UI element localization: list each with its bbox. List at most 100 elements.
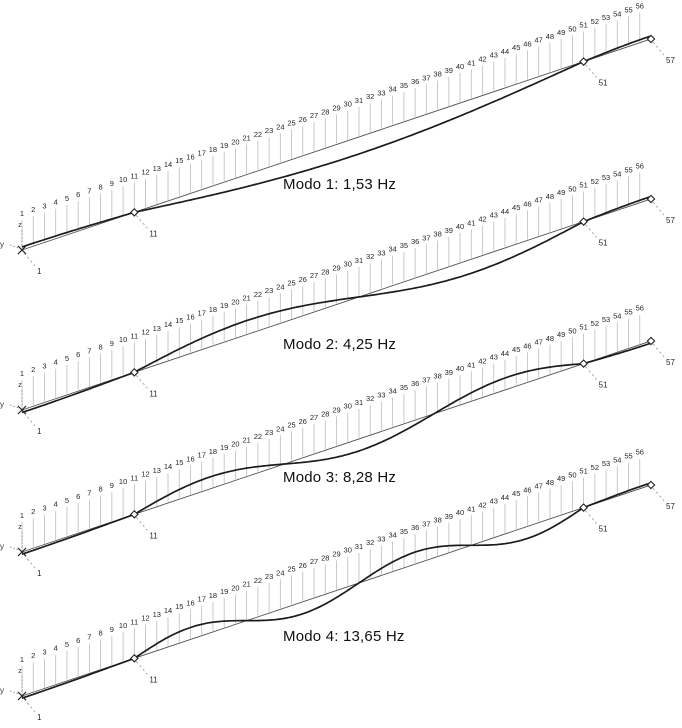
node-callout-label: 57 [666, 358, 675, 367]
node-number-label: 21 [242, 436, 250, 445]
node-number-label: 17 [198, 309, 206, 318]
node-number-label: 31 [355, 256, 363, 265]
node-number-label: 13 [153, 324, 161, 333]
node-number-label: 28 [321, 267, 329, 276]
node-number-label: 38 [433, 230, 441, 239]
deformed-shape-curve [21, 195, 652, 414]
node-number-label: 52 [591, 319, 599, 328]
node-number-label: 33 [377, 248, 385, 257]
origin-marker-icon [17, 405, 27, 415]
node-number-label: 49 [557, 188, 565, 197]
node-number-label: 25 [287, 119, 295, 128]
node-number-label: 3 [42, 201, 46, 210]
callout-leader-line [652, 201, 665, 216]
node-number-label: 30 [344, 100, 352, 109]
node-number-label: 28 [321, 409, 329, 418]
node-number-label: 44 [501, 493, 509, 502]
node-number-label: 30 [344, 402, 352, 411]
node-number-label: 51 [579, 21, 587, 30]
node-number-label: 47 [535, 338, 543, 347]
node-number-label: 32 [366, 538, 374, 547]
node-number-label: 41 [467, 360, 475, 369]
node-number-label: 42 [478, 356, 486, 365]
origin-marker-icon [17, 547, 27, 557]
node-number-label: 9 [110, 179, 114, 188]
node-number-label: 51 [579, 323, 587, 332]
node-number-label: 16 [186, 312, 194, 321]
y-axis-label: y [0, 542, 4, 551]
node-number-label: 29 [332, 103, 340, 112]
deformed-shape-curve [21, 35, 652, 248]
node-number-label: 50 [568, 326, 576, 335]
node-number-label: 20 [231, 137, 239, 146]
node-number-label: 47 [535, 196, 543, 205]
node-number-label: 2 [31, 507, 35, 516]
callout-leader-line [585, 64, 597, 78]
node-number-label: 51 [579, 181, 587, 190]
node-number-label: 42 [478, 54, 486, 63]
node-number-label: 14 [164, 320, 172, 329]
node-number-label: 32 [366, 252, 374, 261]
origin-marker-icon [17, 245, 27, 255]
node-callout-label: 11 [149, 675, 158, 684]
node-number-label: 13 [153, 610, 161, 619]
node-number-label: 13 [153, 466, 161, 475]
node-number-label: 43 [490, 51, 498, 60]
node-number-label: 39 [445, 226, 453, 235]
node-number-label: 1 [20, 209, 24, 218]
node-number-label: 15 [175, 156, 183, 165]
node-number-label: 5 [65, 640, 69, 649]
node-number-label: 39 [445, 512, 453, 521]
node-number-label: 49 [557, 330, 565, 339]
node-number-label: 26 [299, 275, 307, 284]
node-number-label: 25 [287, 279, 295, 288]
callout-leader-line [23, 412, 36, 427]
node-callout-label: 51 [599, 239, 608, 248]
z-axis-label: z [18, 666, 22, 675]
support-diamond-icon [646, 336, 656, 346]
node-number-label: 36 [411, 77, 419, 86]
node-callout-label: 51 [599, 525, 608, 534]
node-number-label: 56 [636, 304, 644, 313]
node-number-label: 43 [490, 497, 498, 506]
node-number-label: 23 [265, 428, 273, 437]
node-number-label: 9 [110, 481, 114, 490]
node-number-label: 19 [220, 141, 228, 150]
y-axis-line [9, 244, 20, 249]
callout-leader-line [585, 366, 597, 380]
node-number-label: 14 [164, 462, 172, 471]
callout-leader-line [585, 224, 597, 238]
node-number-label: 5 [65, 354, 69, 363]
node-number-label: 17 [198, 451, 206, 460]
node-number-label: 40 [456, 508, 464, 517]
node-number-label: 21 [242, 134, 250, 143]
node-number-label: 34 [388, 387, 396, 396]
node-number-label: 29 [332, 405, 340, 414]
node-number-label: 3 [42, 503, 46, 512]
node-number-label: 8 [99, 629, 103, 638]
node-number-label: 25 [287, 565, 295, 574]
node-number-label: 8 [99, 343, 103, 352]
node-number-label: 16 [186, 152, 194, 161]
node-number-label: 14 [164, 160, 172, 169]
node-number-label: 53 [602, 173, 610, 182]
node-number-label: 29 [332, 549, 340, 558]
node-number-label: 56 [636, 448, 644, 457]
deformed-shape-curve [21, 481, 652, 700]
node-number-label: 39 [445, 66, 453, 75]
node-number-label: 2 [31, 205, 35, 214]
node-number-label: 10 [119, 175, 127, 184]
node-number-label: 31 [355, 96, 363, 105]
node-number-label: 40 [456, 364, 464, 373]
node-number-label: 23 [265, 572, 273, 581]
node-number-label: 53 [602, 459, 610, 468]
node-number-label: 34 [388, 531, 396, 540]
node-number-label: 17 [198, 149, 206, 158]
y-axis-label: y [0, 686, 4, 695]
node-number-label: 50 [568, 184, 576, 193]
node-number-label: 21 [242, 294, 250, 303]
node-number-label: 56 [636, 2, 644, 11]
node-number-label: 18 [209, 447, 217, 456]
